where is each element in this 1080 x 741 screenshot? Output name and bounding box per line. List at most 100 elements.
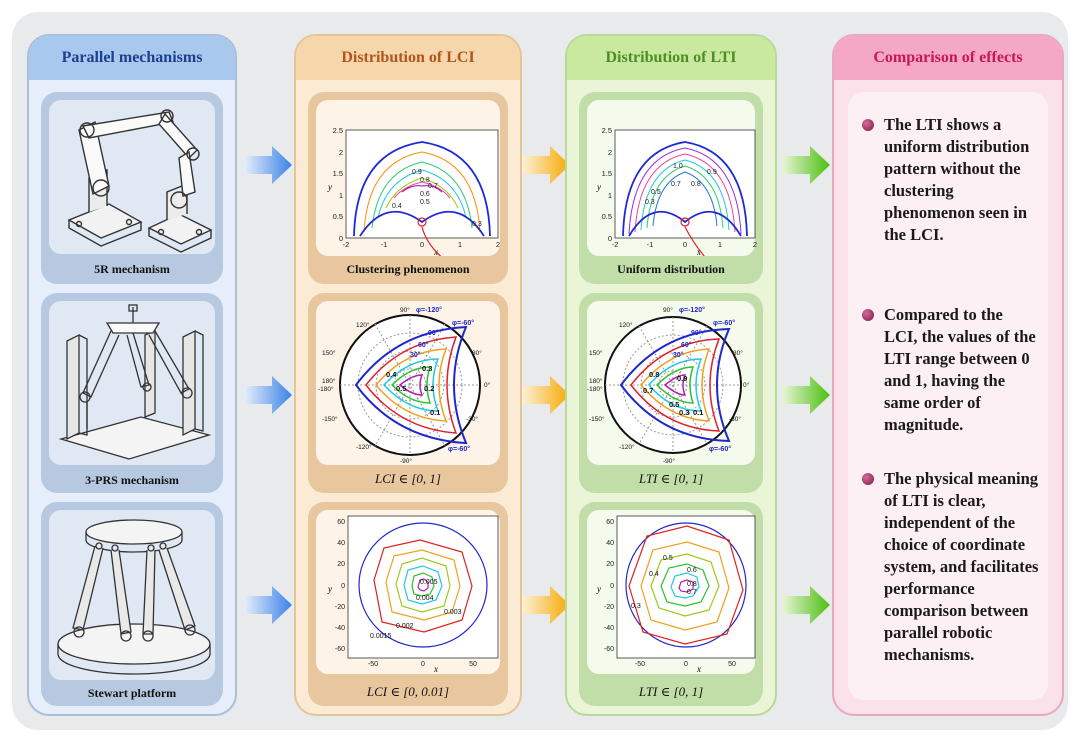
- column-header-lti: Distribution of LTI: [567, 36, 775, 80]
- polar-angle-label: 120°: [356, 321, 370, 329]
- polar-angle-label: -180°: [587, 385, 603, 393]
- ring-label: 90°: [691, 329, 702, 337]
- stewart-platform-drawing: [57, 519, 211, 675]
- x-tick-label: -50: [368, 661, 378, 668]
- x-tick-label: 2: [496, 240, 500, 249]
- contour-label: 0.1: [430, 408, 440, 417]
- contour-label: 0.9: [677, 374, 687, 383]
- x-tick-label: -1: [647, 240, 654, 249]
- contour-label: 0.3: [679, 408, 689, 417]
- x-tick-label: 0: [683, 240, 687, 249]
- contour-label: 0.7: [428, 183, 438, 190]
- y-tick-label: 0.5: [333, 212, 343, 221]
- lci-range-label-3prs: LCI ∈ [0, 1]: [375, 471, 441, 486]
- y-tick-label: 0: [341, 583, 345, 590]
- ring-label: 90°: [428, 329, 439, 337]
- y-tick-label: 20: [337, 561, 345, 568]
- contour-label: 0.005: [420, 579, 438, 586]
- y-tick-label: -60: [604, 646, 614, 653]
- contour-label: 0.2: [424, 384, 434, 393]
- phi-label: φ=-60°: [448, 445, 470, 453]
- x-tick-label: 50: [469, 661, 477, 668]
- x-tick-label: 0: [421, 661, 425, 668]
- contour-label: 0.9: [412, 169, 422, 176]
- contour-label: 0.5: [651, 189, 661, 196]
- contour-label: 0.1: [693, 408, 703, 417]
- polar-angle-label: 120°: [619, 321, 633, 329]
- mechanism-panel-5r: 5R mechanism: [41, 92, 223, 284]
- y-tick-label: 20: [606, 561, 614, 568]
- arrow-right-icon: [782, 146, 830, 184]
- lti-polar-plot-frame: 90° 120° 150° 180° -180° -150° -120° -90…: [587, 301, 755, 465]
- contour-label: 0.4: [392, 203, 402, 210]
- polar-angle-label: 90°: [663, 306, 673, 314]
- column-comparison-of-effects: Comparison of effects The LTI shows a un…: [832, 34, 1064, 716]
- contour-label: 0.5: [420, 199, 430, 206]
- arrow-right-icon: [244, 146, 292, 184]
- x-tick-label: 50: [728, 661, 736, 668]
- contour-label: 0.4: [386, 370, 397, 379]
- polar-angle-label: -90°: [400, 457, 412, 465]
- contour-label: 0.7: [643, 386, 653, 395]
- lci-polar-plot-frame: 90° 120° 150° 180° -180° -150° -120° -90…: [316, 301, 500, 465]
- effect-text: The physical meaning of LTI is clear, in…: [884, 469, 1039, 664]
- lci-polar-plot: 90° 120° 150° 180° -180° -150° -120° -90…: [318, 306, 491, 465]
- y-axis-label: y: [596, 584, 601, 594]
- polar-angle-label: -180°: [318, 385, 334, 393]
- lti-label-uniform: Uniform distribution: [617, 262, 725, 276]
- lci-panel-stewart: 60 40 20 0 -20 -40 -60 -50 0 50 x y: [308, 502, 508, 706]
- x-tick-label: 1: [718, 240, 722, 249]
- contour-label: 0.8: [649, 370, 659, 379]
- mechanism-label-5r: 5R mechanism: [94, 262, 170, 276]
- arrow-right-icon: [522, 146, 570, 184]
- lti-range-label-stewart: LTI ∈ [0, 1]: [638, 684, 704, 699]
- y-tick-label: 1: [608, 191, 612, 200]
- ring-label: 30°: [673, 351, 684, 359]
- polar-angle-label: -30°: [466, 415, 478, 423]
- polar-angle-label: 180°: [322, 377, 336, 385]
- bullet-icon: [862, 119, 874, 131]
- phi-label: φ=-60°: [452, 319, 474, 327]
- x-axis-label: x: [696, 664, 701, 674]
- y-tick-label: 0.5: [602, 212, 612, 221]
- lci-stewart-plot: 60 40 20 0 -20 -40 -60 -50 0 50 x y: [327, 515, 499, 674]
- contour-label: 0.6: [687, 567, 697, 574]
- lci-label-clustering: Clustering phenomenon: [346, 262, 470, 276]
- y-tick-label: -20: [335, 604, 345, 611]
- bullet-icon: [862, 473, 874, 485]
- arrow-right-icon: [244, 376, 292, 414]
- 5r-mechanism-drawing: [67, 109, 213, 253]
- column-parallel-mechanisms: Parallel mechanisms: [27, 34, 237, 716]
- contour-label: 0.8: [420, 177, 430, 184]
- effect-item: The LTI shows a uniform distribution pat…: [858, 114, 1040, 246]
- column-distribution-lci: Distribution of LCI 0 0.5 1 1.5 2 2.5 -2: [294, 34, 522, 716]
- column-header-mechanisms: Parallel mechanisms: [29, 36, 235, 80]
- ring-label: 60°: [681, 341, 692, 349]
- lci-range-label-stewart: LCI ∈ [0, 0.01]: [366, 684, 450, 699]
- y-tick-label: -40: [335, 625, 345, 632]
- polar-angle-label: 90°: [400, 306, 410, 314]
- 3prs-mechanism-drawing: [58, 304, 212, 460]
- polar-angle-label: 30°: [472, 349, 482, 357]
- polar-angle-label: 150°: [322, 349, 336, 357]
- effect-item: The physical meaning of LTI is clear, in…: [858, 468, 1040, 666]
- mechanism-panel-stewart: Stewart platform: [41, 502, 223, 706]
- contour-label: 0.3: [472, 221, 482, 228]
- y-tick-label: -60: [335, 646, 345, 653]
- lti-panel-5r: 0 0.5 1 1.5 2 2.5 -2 -1 0 1 2 x: [579, 92, 763, 284]
- polar-angle-label: 150°: [589, 349, 603, 357]
- x-tick-label: -2: [343, 240, 350, 249]
- y-axis-label: y: [327, 584, 332, 594]
- contour-label: 0.3: [422, 364, 432, 373]
- x-tick-label: -2: [612, 240, 619, 249]
- phi-label: φ=-60°: [713, 319, 735, 327]
- y-tick-label: 60: [337, 519, 345, 526]
- x-axis-label: x: [433, 247, 438, 256]
- x-tick-label: 2: [753, 240, 757, 249]
- lci-contour-plot-frame: 0 0.5 1 1.5 2 2.5 -2 -1 0 1 2 x: [316, 100, 500, 269]
- contour-label: 0.9: [707, 169, 717, 176]
- polar-angle-label: -90°: [663, 457, 675, 465]
- polar-angle-label: 0°: [484, 381, 491, 389]
- arrow-right-icon: [522, 376, 570, 414]
- contour-label: 0.002: [396, 623, 414, 630]
